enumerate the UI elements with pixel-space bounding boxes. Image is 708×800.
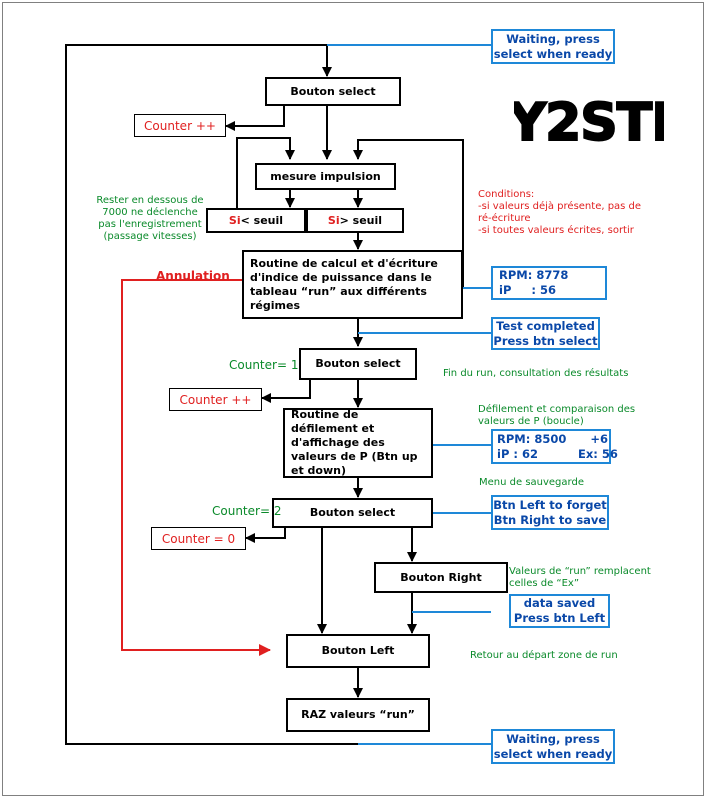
flow-line	[225, 106, 285, 131]
counter-1-label: Counter= 1	[229, 358, 299, 372]
note-defilement: Défilement et comparaison des valeurs de…	[478, 404, 636, 427]
cancel-path	[121, 279, 271, 656]
flow-line	[261, 380, 311, 403]
counter-reset-box: Counter = 0	[151, 527, 246, 550]
routine-calcul-box: Routine de calcul et d'écriture d'indice…	[242, 250, 463, 319]
note-retour-depart: Retour au départ zone de run	[470, 650, 618, 661]
annulation-label: Annulation	[156, 269, 230, 283]
bouton-right-box: Bouton Right	[374, 562, 508, 593]
flow-line	[353, 139, 464, 288]
raz-valeurs-box: RAZ valeurs “run”	[286, 698, 430, 732]
bouton-select-box: Bouton select	[299, 348, 417, 380]
note-fin-du-run: Fin du run, consultation des résultats	[443, 368, 629, 379]
note-rester-en-dessous: Rester en dessous de 7000 ne déclenche p…	[96, 195, 204, 242]
note-conditions: Conditions: -si valeurs déjà présente, p…	[478, 189, 642, 236]
counter-2-label: Counter= 2	[212, 504, 282, 518]
note-valeurs-run: Valeurs de “run” remplacent celles de “E…	[509, 566, 651, 589]
counter-increment-box: Counter ++	[169, 388, 262, 411]
flow-line	[236, 137, 295, 209]
si-inferieur-seuil-box: Si < seuil	[206, 208, 306, 233]
si-superieur-seuil-box: Si > seuil	[306, 208, 404, 233]
note-menu-sauvegarde: Menu de sauvegarde	[479, 477, 584, 488]
bouton-select-box: Bouton select	[265, 77, 401, 106]
bouton-select-box: Bouton select	[272, 498, 433, 528]
svg-text:Y2STI: Y2STI	[514, 93, 664, 152]
counter-increment-box: Counter ++	[134, 114, 226, 137]
mesure-impulsion-box: mesure impulsion	[255, 163, 396, 190]
y2sti-logo: Y2STI	[514, 92, 664, 152]
flow-line	[245, 528, 286, 543]
routine-defilement-box: Routine de défilement et d'affichage des…	[283, 408, 433, 478]
bouton-left-box: Bouton Left	[286, 634, 430, 668]
loop-line	[65, 44, 358, 745]
